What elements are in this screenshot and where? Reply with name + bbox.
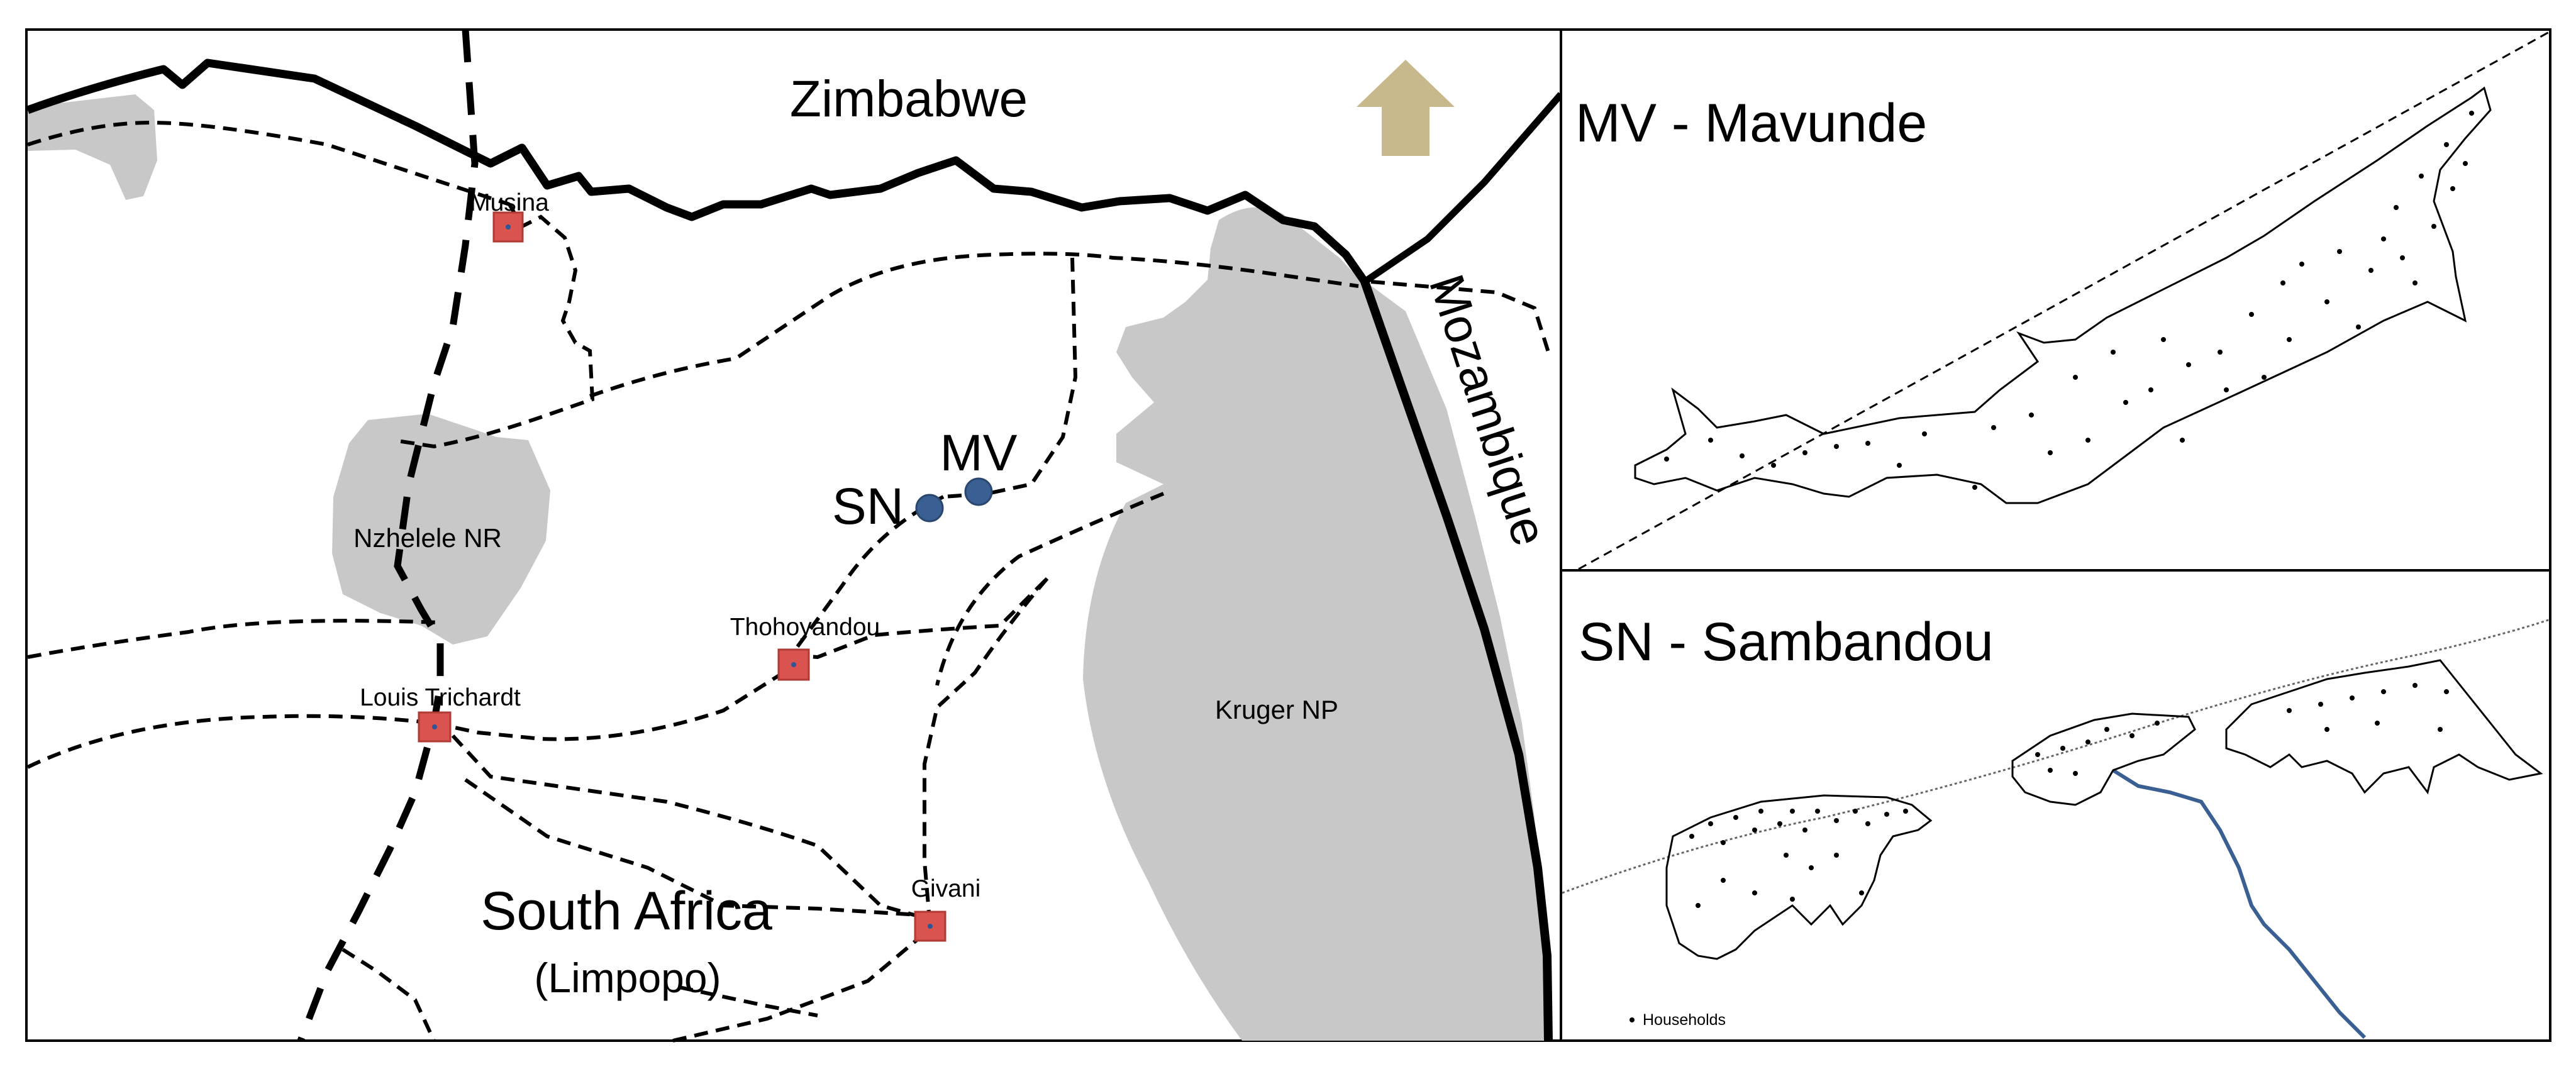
- musina-label: Musina: [470, 189, 549, 216]
- mozambique-border-north: [1362, 92, 1564, 285]
- roads: [26, 120, 1550, 1043]
- main-map-panel: Zimbabwe Mozambique South Africa (Limpop…: [25, 28, 1564, 1043]
- inset-sambandou-frame: [1560, 569, 2551, 1042]
- province-label: (Limpopo): [534, 955, 721, 1001]
- inset-mavunde-panel: MV - Mavunde: [1560, 28, 2551, 572]
- thohoyandou-label: Thohoyandou: [730, 614, 880, 641]
- inset-sambandou-panel: SN - Sambandou Households: [1560, 569, 2551, 1042]
- inset-mavunde-title: MV - Mavunde: [1575, 93, 1927, 153]
- site-marker-mv: [964, 477, 993, 506]
- givani-label: Givani: [911, 875, 981, 902]
- mv-village-outline: [1634, 86, 2492, 504]
- town-markers: [418, 211, 947, 942]
- town-marker-louis-trichardt: [418, 711, 452, 743]
- sn-village-outline-central: [2011, 712, 2196, 806]
- zimbabwe-border: [26, 58, 1368, 284]
- kruger-park-area: [1083, 207, 1546, 1041]
- mv-road: [1578, 30, 2551, 570]
- households-legend-label: Households: [1643, 1011, 1726, 1029]
- sn-village-outline-west: [1665, 794, 1933, 960]
- mv-site-label: MV: [940, 424, 1018, 482]
- site-marker-sn: [915, 494, 944, 523]
- inset-mavunde-frame: [1560, 28, 2551, 572]
- sn-site-label: SN: [832, 478, 904, 535]
- nzhelele-reserve-area: [332, 414, 550, 645]
- households-legend-symbol: [1629, 1017, 1635, 1022]
- sn-village-outline-east: [2225, 659, 2543, 795]
- south-africa-label: South Africa: [480, 881, 772, 941]
- sn-households: [1689, 683, 2449, 908]
- sn-river: [2112, 768, 2367, 1039]
- inset-sambandou-title: SN - Sambandou: [1579, 612, 1994, 672]
- north-arrow-icon: [1357, 60, 1455, 156]
- louis-trichardt-label: Louis Trichardt: [360, 684, 521, 711]
- nw-grey-area: [28, 94, 157, 200]
- kruger-label: Kruger NP: [1215, 695, 1338, 724]
- nzhelele-label: Nzhelele NR: [353, 523, 502, 553]
- zimbabwe-label: Zimbabwe: [790, 70, 1028, 128]
- sn-road: [1562, 618, 2551, 894]
- national-highway: [297, 29, 479, 1042]
- mv-households: [1664, 111, 2474, 490]
- mozambique-border: [1360, 280, 1553, 1041]
